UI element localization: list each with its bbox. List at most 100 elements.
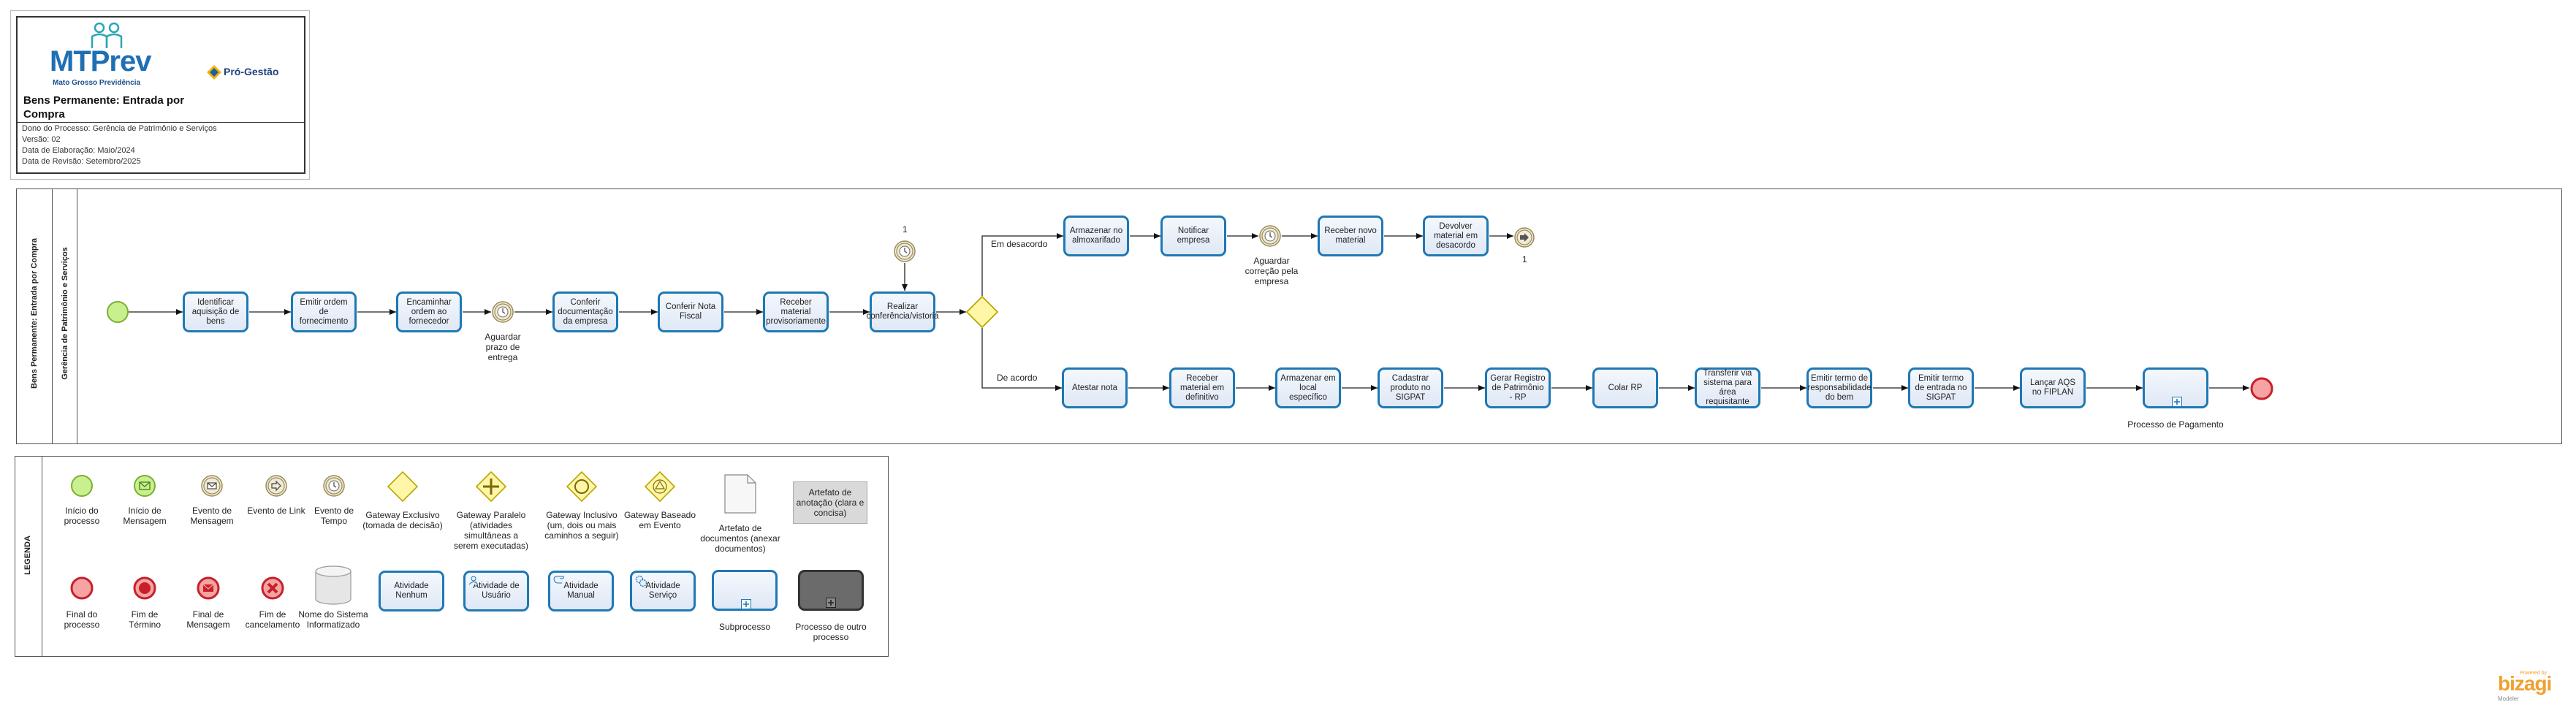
legend-link-event-label: Evento de Link — [247, 506, 305, 516]
task-gerar-rp[interactable]: Gerar Registro de Patrimônio - RP — [1485, 367, 1551, 408]
flow-label-desacordo: Em desacordo — [991, 239, 1048, 249]
task-realizar-conferencia[interactable]: Realizar conferência/vistoria — [866, 291, 939, 332]
legend-activity-manual: Atividade Manual — [548, 571, 614, 611]
legend-cancel-label: Fim de cancelamento — [245, 609, 300, 630]
legend-event-gateway-icon — [645, 471, 675, 502]
user-icon — [468, 576, 479, 585]
legend-activity-service-label: Atividade Serviço — [645, 582, 680, 600]
legend-cancel-icon — [261, 576, 284, 600]
gears-icon — [635, 575, 647, 587]
exclusive-gateway[interactable] — [966, 296, 998, 328]
pro-gestao-logo: Pró-Gestão — [206, 64, 286, 86]
logo-subtitle: Mato Grosso Previdência — [53, 79, 141, 87]
legend-message-start-icon — [134, 475, 156, 497]
legend-message-start-label: Início de Mensagem — [123, 506, 167, 526]
legend-message-end-label: Final de Mensagem — [186, 609, 230, 630]
legend-end-label: Final do processo — [64, 609, 100, 630]
modeler-label: Modeler — [2498, 696, 2519, 702]
legend-message-end-icon — [197, 576, 220, 600]
task-encaminhar-ordem[interactable]: Encaminhar ordem ao fornecedor — [396, 291, 462, 332]
task-conferir-documentacao[interactable]: Conferir documentação da empresa — [552, 291, 618, 332]
legend-database-label: Nome do Sistema Informatizado — [298, 609, 368, 630]
pool-header — [16, 188, 53, 444]
task-transferir-area[interactable]: Transferir via sistema para área requisi… — [1695, 367, 1760, 408]
process-owner: Dono do Processo: Gerência de Patrimônio… — [22, 124, 217, 133]
task-receber-provisorio[interactable]: Receber material provisoriamente — [763, 291, 829, 332]
legend-activity-user-label: Atividade de Usuário — [473, 582, 520, 600]
link-out-label: 1 — [1522, 254, 1527, 264]
task-lancar-aqs[interactable]: Lançar AQS no FIPLAN — [2020, 367, 2086, 408]
legend-link-event-icon — [265, 475, 287, 497]
legend-other-process-label: Processo de outro processo — [795, 622, 867, 642]
link-in-label: 1 — [903, 224, 908, 235]
legend-end-icon — [70, 576, 94, 600]
process-version: Versão: 02 — [22, 135, 61, 144]
subprocess-plus-icon — [2172, 397, 2182, 407]
task-receber-novo[interactable]: Receber novo material — [1318, 216, 1383, 256]
task-cadastrar-sigpat[interactable]: Cadastrar produto no SIGPAT — [1378, 367, 1443, 408]
legend-activity-service: Atividade Serviço — [630, 571, 696, 611]
task-identificar-aquisicao[interactable]: Identificar aquisição de bens — [183, 291, 248, 332]
legend-header — [15, 456, 42, 657]
legend-message-event-icon — [201, 475, 223, 497]
end-event[interactable] — [2249, 376, 2274, 401]
task-colar-rp[interactable]: Colar RP — [1592, 367, 1658, 408]
legend-document-icon — [724, 474, 756, 514]
legend-database-icon — [315, 565, 352, 605]
legend-event-gateway-label: Gateway Baseado em Evento — [623, 510, 696, 530]
task-devolver-material[interactable]: Devolver material em desacordo — [1423, 216, 1489, 256]
legend-annotation-box — [793, 481, 867, 524]
timer-label-correcao: Aguardar correção pela empresa — [1245, 256, 1299, 286]
legend-activity-none: Atividade Nenhum — [379, 571, 444, 611]
creation-date: Data de Elaboração: Maio/2024 — [22, 146, 135, 155]
logo-primary: MTPrev — [50, 45, 151, 77]
link-throw-event-icon[interactable] — [1513, 226, 1535, 248]
legend-start-label: Início do processo — [64, 506, 100, 526]
task-termo-entrada[interactable]: Emitir termo de entrada no SIGPAT — [1908, 367, 1974, 408]
process-title: Bens Permanente: Entrada por Compra — [23, 94, 185, 121]
legend-terminate-label: Fim de Término — [128, 609, 161, 630]
subprocess-pagamento[interactable] — [2143, 367, 2208, 408]
pro-gestao-label: Pró-Gestão — [224, 66, 279, 77]
header-box: MTPrev Mato Grosso Previdência Pró-Gestã… — [16, 16, 305, 174]
task-emitir-ordem[interactable]: Emitir ordem de fornecimento — [291, 291, 357, 332]
subprocess-plus-icon — [741, 599, 751, 609]
people-icon — [91, 22, 123, 48]
hand-icon — [553, 576, 564, 584]
legend-exclusive-gateway-icon — [387, 471, 418, 502]
legend-timer-event-label: Evento de Tempo — [314, 506, 354, 526]
legend-message-event-label: Evento de Mensagem — [190, 506, 234, 526]
legend-parallel-gateway-label: Gateway Paralelo (atividades simultâneas… — [453, 510, 529, 551]
legend-start-icon — [71, 475, 93, 497]
task-armazenar-local[interactable]: Armazenar em local específico — [1275, 367, 1341, 408]
pool — [16, 188, 2562, 444]
task-notificar-empresa[interactable]: Notificar empresa — [1160, 216, 1226, 256]
legend-parallel-gateway-icon — [476, 471, 506, 502]
legend-timer-event-icon — [323, 475, 345, 497]
legend-activity-user: Atividade de Usuário — [463, 571, 529, 611]
legend-inclusive-gateway-label: Gateway Inclusivo (um, dois ou mais cami… — [544, 510, 619, 541]
timer-event-icon[interactable] — [491, 300, 514, 324]
mtprev-logo: MTPrev Mato Grosso Previdência — [45, 20, 151, 87]
flow-label-acordo: De acordo — [997, 373, 1038, 383]
lane-header — [53, 188, 77, 444]
subprocess-pagamento-label: Processo de Pagamento — [2127, 419, 2224, 430]
task-armazenar-almoxarifado[interactable]: Armazenar no almoxarifado — [1063, 216, 1129, 256]
timer-label-prazo: Aguardar prazo de entrega — [485, 332, 521, 362]
timer-event-icon[interactable] — [1258, 224, 1282, 248]
legend-subprocess-label: Subprocesso — [718, 622, 771, 632]
legend-exclusive-gateway-label: Gateway Exclusivo (tomada de decisão) — [362, 510, 443, 530]
legend-inclusive-gateway-icon — [566, 471, 597, 502]
header-divider — [18, 122, 304, 123]
task-termo-responsabilidade[interactable]: Emitir termo de responsabilidade do bem — [1806, 367, 1872, 408]
link-catch-event-icon[interactable] — [893, 240, 916, 263]
legend-activity-manual-label: Atividade Manual — [563, 582, 599, 600]
pro-gestao-icon — [207, 65, 221, 80]
start-event[interactable] — [106, 300, 129, 324]
header-frame — [10, 10, 310, 180]
task-receber-definitivo[interactable]: Receber material em definitivo — [1169, 367, 1235, 408]
task-conferir-nota[interactable]: Conferir Nota Fiscal — [658, 291, 723, 332]
powered-by-label: Powered by — [2520, 671, 2547, 676]
task-atestar-nota[interactable]: Atestar nota — [1062, 367, 1128, 408]
